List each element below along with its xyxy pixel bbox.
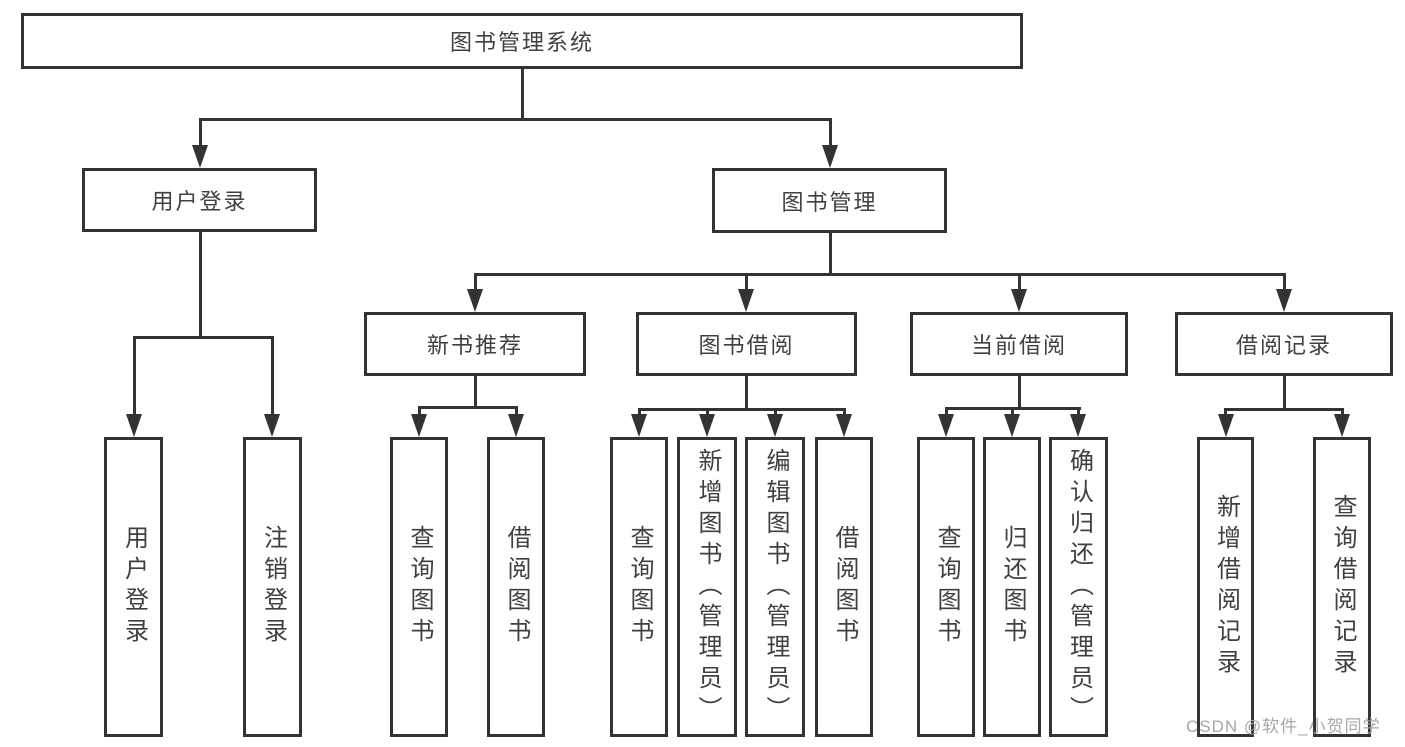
node-new-book-recommend-label: 新书推荐 xyxy=(426,333,523,358)
connector-root-drop xyxy=(521,69,524,118)
arrowhead-down-icon xyxy=(126,414,142,437)
arrowhead-down-icon xyxy=(1004,414,1020,437)
connector-new-rec-drop xyxy=(474,376,477,406)
connector-leaf-stem xyxy=(1341,408,1344,416)
arrowhead-down-icon xyxy=(767,414,783,437)
arrowhead-down-icon xyxy=(467,289,483,312)
leaf-query-books-borrowing: 查询图书 xyxy=(610,437,668,737)
arrowhead-down-icon xyxy=(1276,289,1292,312)
node-borrowing-records: 借阅记录 xyxy=(1175,312,1393,376)
connector-user-login-drop xyxy=(199,232,202,336)
leaf-query-borrow-record: 查询借阅记录 xyxy=(1313,437,1371,737)
connector-record-stem xyxy=(1283,273,1286,291)
node-borrowing-records-label: 借阅记录 xyxy=(1235,333,1332,358)
connector-leaf-stem xyxy=(271,336,274,414)
connector-leaf-stem xyxy=(1224,408,1227,416)
node-book-borrowing-label: 图书借阅 xyxy=(698,333,795,358)
arrowhead-down-icon xyxy=(631,414,647,437)
leaf-borrow-books-borrowing-label: 借阅图书 xyxy=(831,525,858,649)
leaf-add-borrow-record-label: 新增借阅记录 xyxy=(1212,494,1240,680)
connector-borrow-drop xyxy=(745,376,748,408)
connector-leaf-stem xyxy=(706,408,709,416)
leaf-add-books-admin: 新增图书（管理员） xyxy=(677,437,737,737)
leaf-query-books-recommend-label: 查询图书 xyxy=(406,525,433,649)
arrowhead-down-icon xyxy=(836,414,852,437)
leaf-add-borrow-record: 新增借阅记录 xyxy=(1197,437,1254,737)
arrowhead-down-icon xyxy=(1334,414,1350,437)
csdn-watermark: CSDN @软件_小贺同学 xyxy=(1186,717,1381,736)
arrowhead-down-icon xyxy=(822,145,838,168)
leaf-confirm-return-admin-label: 确认归还（管理员） xyxy=(1065,447,1093,727)
leaf-query-books-current: 查询图书 xyxy=(917,437,975,737)
leaf-query-books-recommend: 查询图书 xyxy=(390,437,448,737)
arrowhead-down-icon xyxy=(1218,414,1234,437)
leaf-user-login: 用户登录 xyxy=(104,437,163,737)
arrowhead-down-icon xyxy=(411,414,427,437)
arrowhead-down-icon xyxy=(699,414,715,437)
node-new-book-recommend: 新书推荐 xyxy=(364,312,586,376)
leaf-logout-login: 注销登录 xyxy=(243,437,302,737)
arrowhead-down-icon xyxy=(192,145,208,168)
leaf-return-books: 归还图书 xyxy=(983,437,1041,737)
leaf-query-books-current-label: 查询图书 xyxy=(933,525,960,649)
connector-leaf-stem xyxy=(945,407,948,416)
connector-current-stem xyxy=(1018,273,1021,291)
connector-leaf-stem xyxy=(638,408,641,416)
leaf-return-books-label: 归还图书 xyxy=(999,525,1026,649)
arrowhead-down-icon xyxy=(508,414,524,437)
node-library-system-label: 图书管理系统 xyxy=(449,30,594,55)
leaf-borrow-books-recommend-label: 借阅图书 xyxy=(503,525,530,649)
connector-leaf-stem xyxy=(774,408,777,416)
connector-new-rec-rail xyxy=(418,406,518,409)
connector-record-drop xyxy=(1283,376,1286,408)
leaf-borrow-books-borrowing: 借阅图书 xyxy=(815,437,873,737)
connector-current-drop xyxy=(1018,376,1021,407)
leaf-borrow-books-recommend: 借阅图书 xyxy=(487,437,545,737)
leaf-confirm-return-admin: 确认归还（管理员） xyxy=(1049,437,1108,737)
connector-book-mgmt-stem xyxy=(829,118,832,145)
connector-leaf-stem xyxy=(515,406,518,416)
leaf-query-books-borrowing-label: 查询图书 xyxy=(626,525,653,649)
node-current-borrowing-label: 当前借阅 xyxy=(970,333,1067,358)
connector-record-rail xyxy=(1224,408,1344,411)
connector-leaf-stem xyxy=(418,406,421,416)
connector-user-login-rail xyxy=(133,336,274,339)
node-book-borrowing: 图书借阅 xyxy=(636,312,857,376)
leaf-user-login-label: 用户登录 xyxy=(120,525,148,649)
connector-new-rec-stem xyxy=(474,273,477,291)
leaf-logout-login-label: 注销登录 xyxy=(259,525,287,649)
connector-borrow-rail xyxy=(638,408,846,411)
connector-leaf-stem xyxy=(1077,407,1080,416)
leaf-edit-books-admin-label: 编辑图书（管理员） xyxy=(762,447,789,727)
node-user-login: 用户登录 xyxy=(82,168,317,232)
connector-level1-rail xyxy=(199,118,832,121)
connector-leaf-stem xyxy=(843,408,846,416)
leaf-edit-books-admin: 编辑图书（管理员） xyxy=(745,437,805,737)
node-book-management-label: 图书管理 xyxy=(781,189,878,215)
connector-user-login-stem xyxy=(199,118,202,145)
connector-book-mgmt-drop xyxy=(829,233,832,273)
arrowhead-down-icon xyxy=(1070,414,1086,437)
connector-borrow-stem xyxy=(745,273,748,291)
node-user-login-label: 用户登录 xyxy=(151,189,248,214)
node-book-management: 图书管理 xyxy=(712,168,947,233)
arrowhead-down-icon xyxy=(264,414,280,437)
node-current-borrowing: 当前借阅 xyxy=(910,312,1128,376)
leaf-query-borrow-record-label: 查询借阅记录 xyxy=(1329,494,1356,680)
arrowhead-down-icon xyxy=(938,414,954,437)
leaf-add-books-admin-label: 新增图书（管理员） xyxy=(694,447,721,727)
connector-leaf-stem xyxy=(133,336,136,414)
arrowhead-down-icon xyxy=(1011,289,1027,312)
node-library-system: 图书管理系统 xyxy=(21,13,1023,69)
arrowhead-down-icon xyxy=(738,289,754,312)
connector-leaf-stem xyxy=(1011,407,1014,416)
connector-level2-rail xyxy=(474,273,1286,276)
